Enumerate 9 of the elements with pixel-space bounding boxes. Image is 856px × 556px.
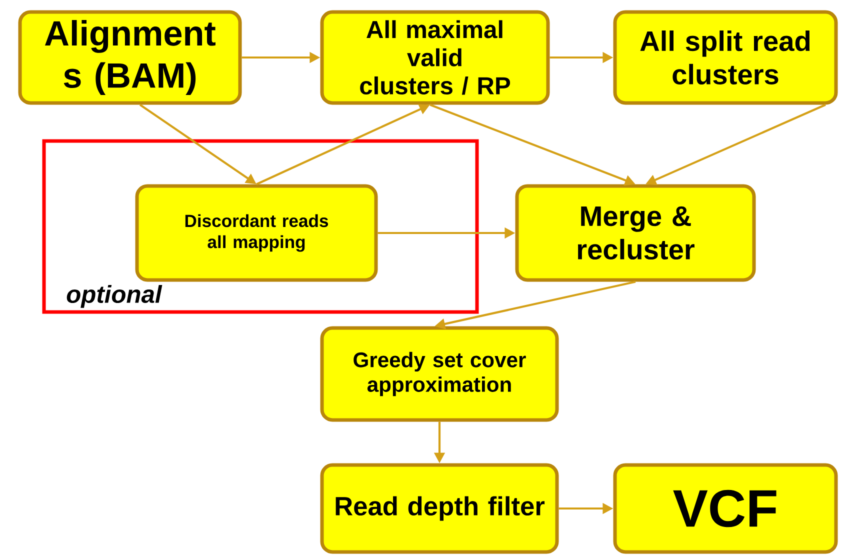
process-box: All maximal valid clusters / RP [320, 10, 550, 105]
process-box: Discordant reads all mapping [135, 184, 378, 282]
process-box: Alignment s (BAM) [18, 10, 242, 105]
process-box: Merge & recluster [515, 184, 756, 282]
frame-label: optional [66, 284, 162, 308]
process-box: All split read clusters [613, 10, 838, 105]
process-box: Read depth filter [320, 463, 559, 554]
process-box: VCF [613, 463, 838, 554]
process-box: Greedy set cover approximation [320, 326, 559, 422]
